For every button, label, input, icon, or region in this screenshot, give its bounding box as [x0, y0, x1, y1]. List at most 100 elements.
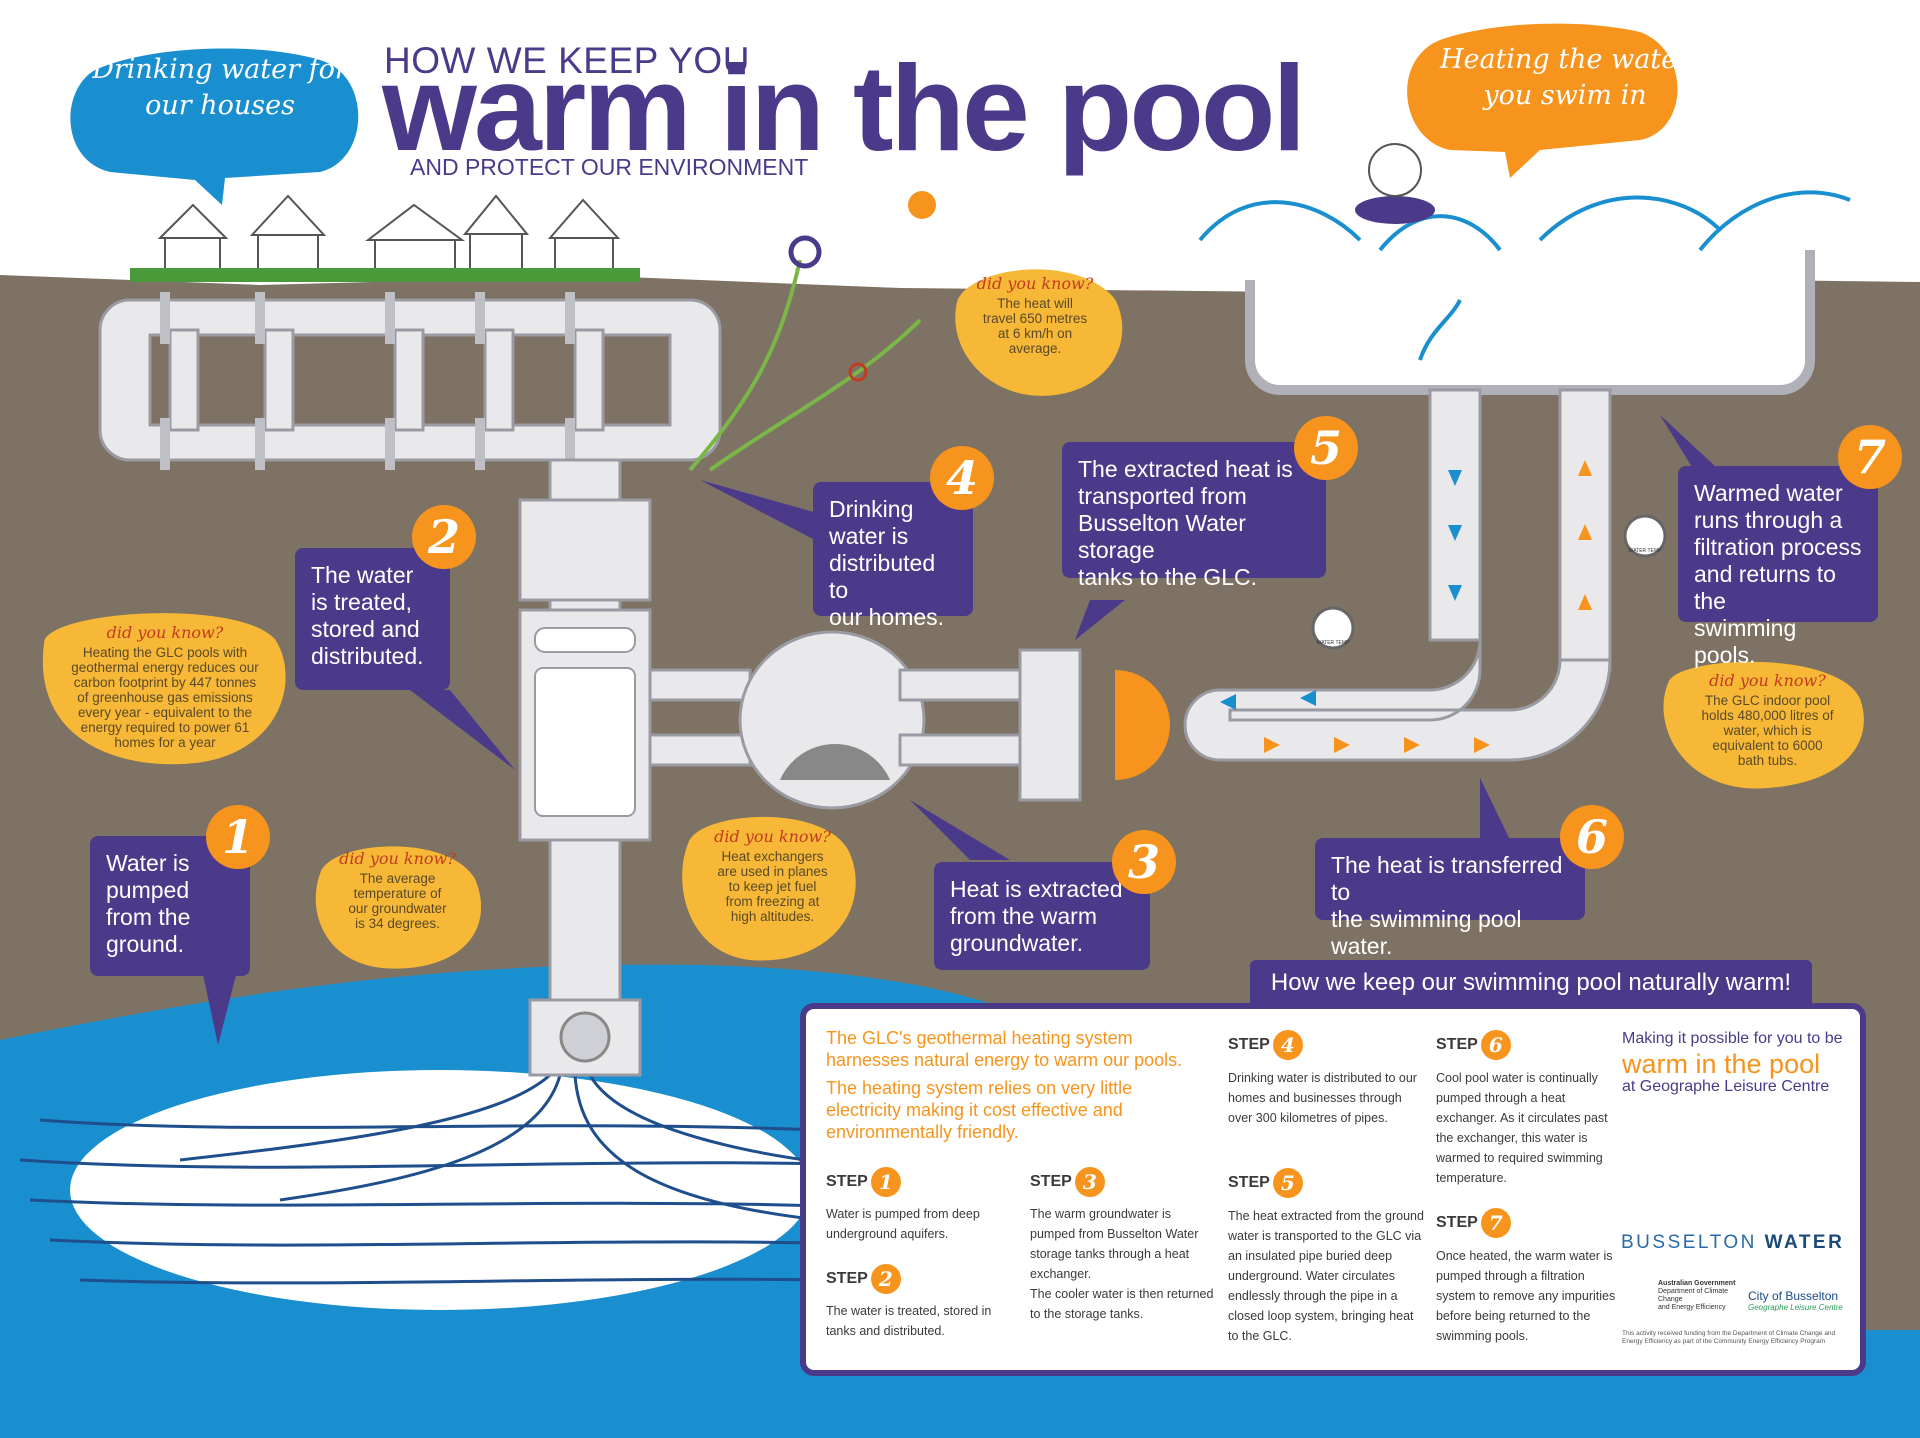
dyk-heading: did you know?	[714, 827, 831, 846]
info-step-7-number: 7	[1480, 1208, 1511, 1238]
step-5-number: 5	[1294, 416, 1358, 480]
grass	[130, 268, 640, 282]
step-line: exchanger.	[1030, 1267, 1092, 1281]
dyk-line: bath tubs.	[1737, 753, 1798, 768]
step-line: exchanger. As it circulates past	[1436, 1111, 1608, 1125]
step-word: STEP	[826, 1173, 868, 1191]
step-line: endlessly through the pipe in a	[1228, 1289, 1398, 1303]
callout-step-2-line: distributed.	[311, 643, 424, 669]
intro-line: The GLC's geothermal heating system	[826, 1028, 1133, 1048]
step-word: STEP	[1436, 1214, 1478, 1232]
callout-step-5-line: tanks to the GLC.	[1078, 564, 1257, 590]
flowers	[688, 259, 922, 472]
swimmer	[1368, 143, 1422, 197]
gauge-label-left: WATER TEMP	[1316, 640, 1350, 646]
gauge-label-right: WATER TEMP	[1628, 548, 1662, 554]
callout-step-7-line: filtration process	[1694, 534, 1862, 560]
dyk-heading: did you know?	[976, 274, 1094, 293]
step-line: closed loop system, bringing heat	[1228, 1309, 1414, 1323]
intro-line: environmentally friendly.	[826, 1122, 1019, 1142]
step-line: underground. Water circulates	[1228, 1269, 1395, 1283]
step-6-number: 6	[1560, 805, 1624, 869]
dyk-line: average.	[1008, 341, 1062, 356]
callout-step-6-line: the swimming pool water.	[1331, 906, 1522, 959]
step-7-number: 7	[1838, 425, 1902, 489]
dyk-pool-volume: did you know? The GLC indoor pool holds …	[1680, 672, 1855, 769]
info-step-5-text: The heat extracted from the ground water…	[1228, 1206, 1428, 1346]
temp-gauge-right	[1623, 514, 1667, 558]
callout-step-5-line: transported from	[1078, 483, 1247, 509]
step-line: underground aquifers.	[826, 1227, 949, 1241]
dyk-heat-exchangers: did you know? Heat exchangers are used i…	[700, 827, 845, 925]
bubble-left-line-1: Drinking water for	[92, 54, 348, 85]
intro-line: electricity making it cost effective and	[826, 1100, 1123, 1120]
callout-step-6: The heat is transferred to the swimming …	[1315, 838, 1585, 959]
callout-step-3-line: Heat is extracted	[950, 876, 1123, 902]
dyk-line: our groundwater	[348, 901, 447, 916]
step-2-number: 2	[412, 505, 476, 569]
callout-step-6-line: The heat is transferred to	[1331, 852, 1563, 905]
step-word: STEP	[826, 1270, 868, 1288]
gov-line: and Energy Efficiency	[1658, 1304, 1726, 1311]
step-line: tanks and distributed.	[826, 1324, 945, 1338]
dyk-line: water, which is	[1723, 723, 1812, 738]
dyk-heading: did you know?	[106, 623, 224, 642]
callout-step-4-line: water is	[829, 523, 909, 549]
step-line: homes and businesses through	[1228, 1091, 1402, 1105]
dyk-line: travel 650 metres	[982, 311, 1088, 326]
bubble-heating-water	[1407, 23, 1678, 179]
title-line-3: AND PROTECT OUR ENVIRONMENT	[410, 154, 809, 180]
pump-valve	[559, 1011, 611, 1063]
dyk-line: high altitudes.	[730, 909, 815, 924]
dyk-heat-travel: did you know? The heat will travel 650 m…	[965, 274, 1105, 357]
swimming-pool	[1245, 250, 1815, 395]
step-1-number: 1	[206, 805, 270, 869]
step-line: Cool pool water is continually	[1436, 1071, 1598, 1085]
step-line: pumped through a heat	[1436, 1091, 1566, 1105]
dyk-groundwater-temp: did you know? The average temperature of…	[330, 849, 465, 932]
flow-arrows-cool	[1220, 470, 1462, 710]
step-4-number: 4	[930, 446, 994, 510]
step-line: warmed to required swimming	[1436, 1151, 1603, 1165]
brand-part-b: WATER	[1764, 1232, 1845, 1253]
houses	[157, 194, 621, 276]
step-line: system to remove any impurities	[1436, 1289, 1616, 1303]
step-line: The water is treated, stored in	[826, 1304, 992, 1318]
info-step-3-number: 3	[1074, 1167, 1105, 1197]
info-intro: The GLC's geothermal heating system harn…	[826, 1027, 1206, 1143]
dyk-heading: did you know?	[339, 849, 456, 868]
dyk-line: The average	[359, 871, 436, 886]
info-step-4-number: 4	[1272, 1030, 1303, 1060]
callout-step-7-line: runs through a	[1694, 507, 1843, 533]
callout-step-5: The extracted heat is transported from B…	[1062, 442, 1326, 590]
callout-step-4-line: Drinking	[829, 496, 914, 522]
intro-line: harnesses natural energy to warm our poo…	[826, 1050, 1183, 1070]
step-line: The heat extracted from the ground	[1228, 1209, 1424, 1223]
dyk-line: temperature of	[353, 886, 442, 901]
callout-step-1-line: Water is	[106, 850, 190, 876]
making-possible-line-2: warm in the pool	[1622, 1049, 1821, 1079]
step-line: pumped through a filtration	[1436, 1269, 1585, 1283]
callout-step-5-line: Busselton Water storage	[1078, 510, 1246, 563]
dyk-line: energy required to power 61	[80, 720, 250, 735]
callout-step-3-line: groundwater.	[950, 930, 1083, 956]
funding-footnote: This activity received funding from the …	[1622, 1330, 1836, 1345]
dyk-line: The GLC indoor pool	[1704, 693, 1831, 708]
bubble-drinking-water	[70, 48, 359, 206]
title-line-2: warm in the pool	[382, 40, 1306, 176]
step-line: to the storage tanks.	[1030, 1307, 1144, 1321]
making-possible-line-3: at Geographe Leisure Centre	[1622, 1078, 1830, 1095]
callout-step-2: The water is treated, stored and distrib…	[295, 548, 450, 690]
step-line: swimming pools.	[1436, 1329, 1529, 1343]
step-word: STEP	[1436, 1036, 1478, 1054]
dyk-line: from freezing at	[725, 894, 820, 909]
australian-government-logo: Australian Government Department of Clim…	[1658, 1280, 1738, 1312]
step-line: Drinking water is distributed to our	[1228, 1071, 1417, 1085]
callout-step-4-line: distributed to	[829, 550, 936, 603]
step-line: The warm groundwater is	[1030, 1207, 1172, 1221]
step-line: before being returned to the	[1436, 1309, 1591, 1323]
